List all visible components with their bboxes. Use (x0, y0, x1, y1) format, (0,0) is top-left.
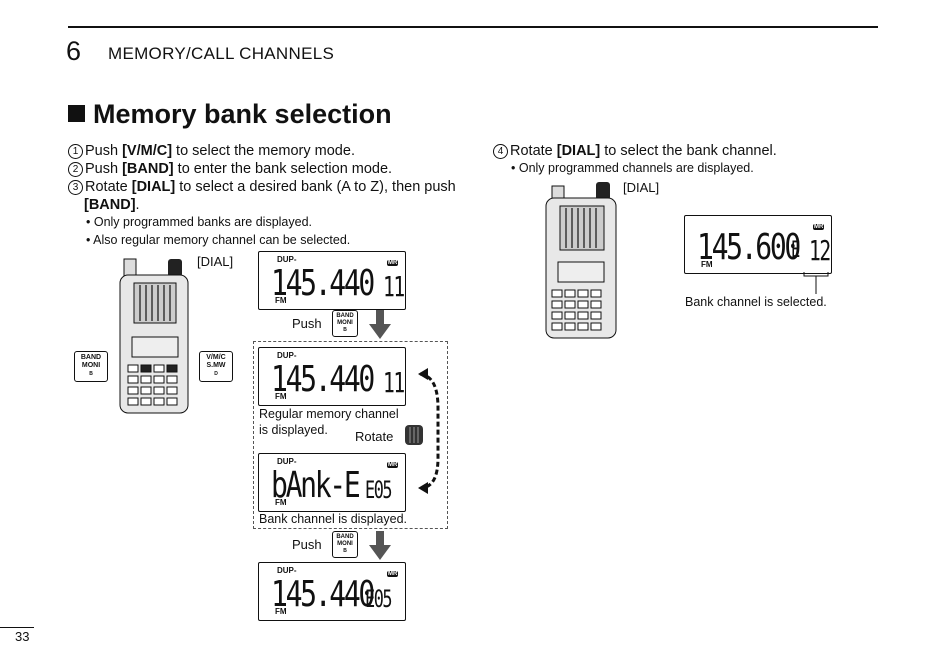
rotate-cycle-arrow-icon (418, 368, 440, 494)
push-label-2: Push (292, 537, 322, 552)
regular-caption-1: Regular memory channel (259, 407, 399, 421)
bank-selected-caption: Bank channel is selected. (685, 295, 827, 309)
lcd-display-2: DUP- 145.440 11 FM (258, 347, 406, 406)
note-banks: • Only programmed banks are displayed. (86, 215, 313, 229)
pointer-line (803, 272, 829, 294)
push-label-1: Push (292, 316, 322, 331)
radio-illustration-left (119, 258, 189, 414)
footer-rule (0, 627, 34, 628)
rotate-label: Rotate (355, 429, 394, 444)
chapter-title: MEMORY/CALL CHANNELS (108, 44, 335, 63)
header-rule (68, 26, 878, 28)
note-channels: • Only programmed channels are displayed… (511, 161, 754, 175)
dashed-frame (253, 341, 448, 529)
section-title: Memory bank selection (68, 99, 392, 130)
radio-illustration-right (545, 182, 617, 339)
dial-label-right: [DIAL] (623, 180, 660, 195)
dial-knob-icon (405, 425, 423, 445)
lcd-display-4: DUP- 145.440 MR E05 FM (258, 562, 406, 621)
chapter-number: 6 (66, 36, 82, 66)
page-number: 33 (15, 629, 30, 644)
step-3-cont: [BAND]. (84, 197, 140, 213)
lcd-display-3: DUP- bAnk-E MR E05 FM (258, 453, 406, 512)
dial-label-left: [DIAL] (197, 254, 234, 269)
bank-displayed-caption: Bank channel is displayed. (259, 512, 408, 526)
square-bullet-icon (68, 105, 85, 122)
down-arrow-icon-2 (369, 531, 391, 560)
down-arrow-icon (369, 310, 391, 339)
regular-caption-2: is displayed. (259, 423, 328, 437)
note-regular: • Also regular memory channel can be sel… (86, 233, 351, 247)
lcd-display-right: 145.600 E MR 12 FM (684, 215, 832, 274)
lcd-display-1: DUP- 145.440 MR 11 FM (258, 251, 406, 310)
